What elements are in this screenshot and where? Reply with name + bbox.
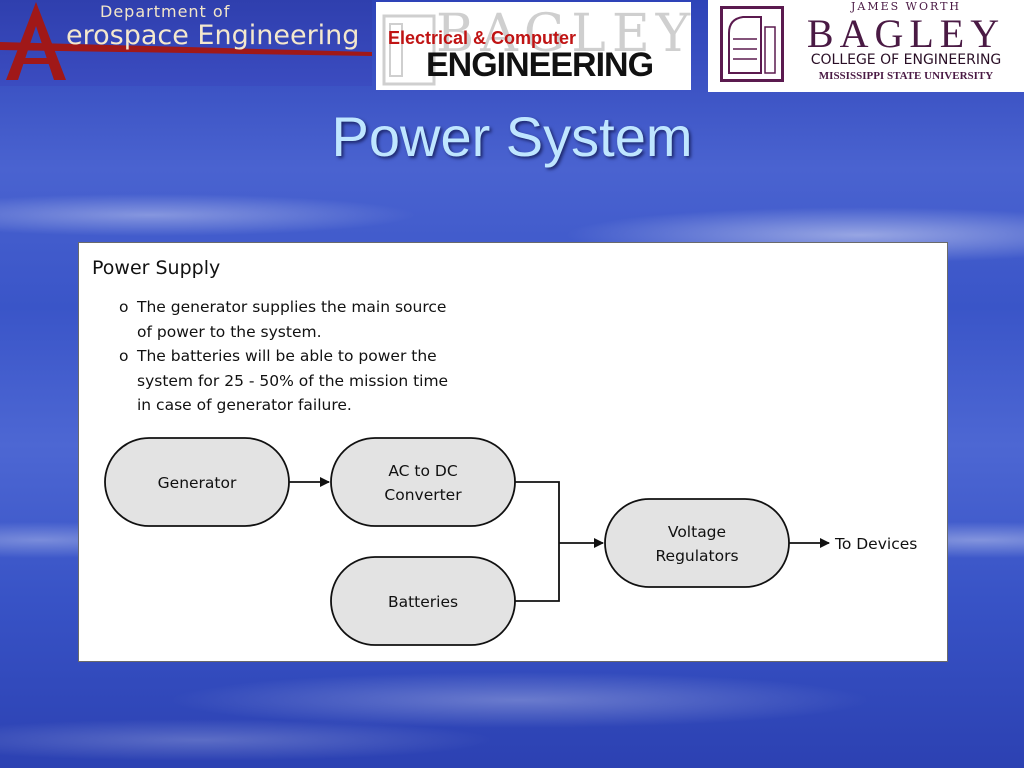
slide-title: Power System (331, 105, 693, 168)
ece-watermark: BAGLEY (436, 4, 691, 64)
bullet-item-generator: o The generator supplies the main source… (119, 295, 549, 344)
node-label: Generator (158, 474, 237, 492)
bagley-university-text: MISSISSIPPI STATE UNIVERSITY (818, 70, 994, 82)
bullet-line: of power to the system. (137, 322, 322, 341)
bullet-marker: o (119, 347, 129, 365)
panel-heading: Power Supply (92, 257, 221, 279)
node-shape (330, 556, 516, 646)
bullet-item-batteries: o The batteries will be able to power th… (119, 344, 549, 418)
bullet-marker: o (119, 298, 129, 316)
power-supply-panel: Power Supply o The generator supplies th… (78, 242, 948, 662)
node-label: Converter (384, 486, 462, 504)
bullet-line: The batteries will be able to power the (137, 347, 437, 365)
power-flow-diagram: Generator AC to DC Converter Batteries V… (104, 437, 917, 646)
node-label: Batteries (388, 593, 458, 611)
node-label: Voltage (668, 523, 726, 541)
bagley-college-logo: JAMES WORTH BAGLEY COLLEGE OF ENGINEERIN… (708, 0, 1024, 92)
connector-bus (515, 481, 560, 602)
bullet-list: o The generator supplies the main source… (119, 295, 549, 418)
node-batteries: Batteries (330, 556, 516, 646)
bullet-line: in case of generator failure. (137, 396, 352, 414)
ece-building-icon (382, 14, 436, 86)
ece-logo: BAGLEY Electrical & Computer ENGINEERING (376, 2, 691, 90)
node-label: Regulators (655, 547, 738, 565)
bagley-name-text: BAGLEY (806, 11, 1006, 56)
bullet-line: The generator supplies the main source (137, 298, 447, 316)
bullet-line: system for 25 - 50% of the mission time (137, 371, 449, 390)
output-label: To Devices (834, 535, 917, 553)
node-generator: Generator (104, 437, 290, 527)
bagley-college-text: COLLEGE OF ENGINEERING (810, 52, 1002, 68)
bagley-building-icon (720, 6, 784, 82)
aero-name-text: erospace Engineering (66, 20, 360, 51)
node-label: AC to DC (388, 462, 457, 480)
node-shape (604, 498, 790, 588)
aerospace-engineering-logo: Department of erospace Engineering (0, 0, 372, 86)
ece-line1: Electrical & Computer (388, 28, 577, 48)
aero-dept-text: Department of (100, 2, 231, 21)
node-shape (330, 437, 516, 527)
node-shape (104, 437, 290, 527)
node-regulators: Voltage Regulators (604, 498, 790, 588)
aerospace-a-icon (0, 2, 372, 80)
node-converter: AC to DC Converter (330, 437, 516, 527)
bagley-top-text: JAMES WORTH (850, 0, 962, 13)
ece-line2: ENGINEERING (426, 46, 654, 84)
